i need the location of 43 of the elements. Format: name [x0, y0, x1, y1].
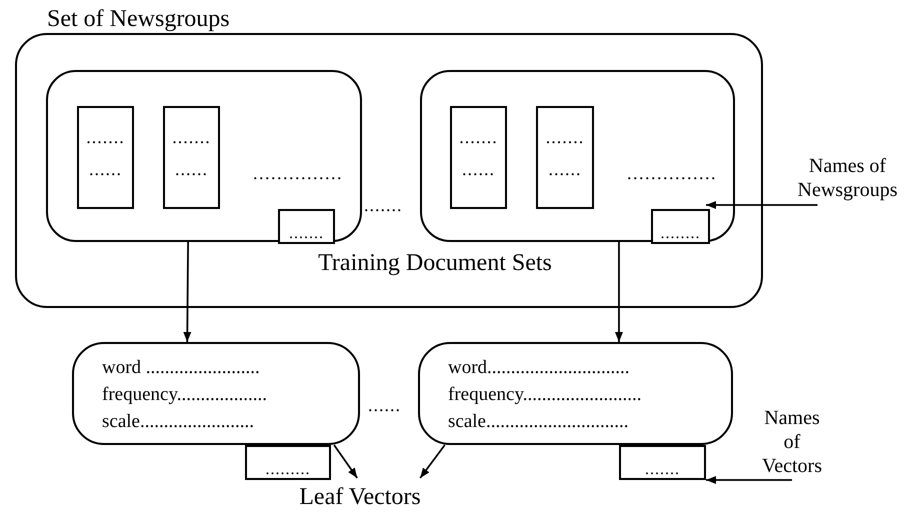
- ellipsis: ...............: [627, 164, 717, 182]
- group-caption: Training Document Sets: [317, 251, 553, 275]
- input-label: Names of Vectors: [762, 406, 822, 478]
- ellipsis: .......: [171, 128, 212, 146]
- ellipsis: .......: [644, 462, 681, 478]
- arrow: [419, 444, 446, 479]
- document-box: [163, 106, 220, 209]
- output-label: Leaf Vectors: [299, 482, 421, 512]
- ellipsis: .........: [264, 462, 312, 478]
- ellipsis: ......: [368, 396, 401, 414]
- field-line: scale..............................: [448, 412, 628, 431]
- document-box: [77, 106, 134, 209]
- document-box: [450, 106, 507, 209]
- field-line: scale........................: [102, 412, 254, 431]
- field-line: word ........................: [102, 358, 260, 377]
- ellipsis: ......: [548, 160, 582, 178]
- arrow: [614, 240, 623, 342]
- rounded-box: [420, 70, 735, 242]
- rounded-box: [46, 70, 362, 242]
- tag-box: [619, 445, 706, 480]
- field-line: word..............................: [448, 358, 630, 377]
- tag-box: [651, 209, 710, 244]
- ellipsis: .......: [364, 196, 402, 214]
- group-title: Set of Newsgroups: [47, 7, 230, 31]
- tag-box: [278, 209, 335, 244]
- tag-box: [245, 445, 331, 480]
- arrow: [706, 476, 792, 484]
- ellipsis: .......: [544, 128, 586, 146]
- field-line: frequency...................: [102, 385, 267, 404]
- ellipsis: ......: [88, 160, 123, 178]
- arrow: [183, 240, 192, 342]
- ellipsis: ...............: [253, 164, 343, 182]
- arrow: [706, 201, 818, 209]
- input-label: Names of Newsgroups: [798, 154, 898, 202]
- arrow: [333, 444, 358, 479]
- ellipsis: .......: [85, 128, 126, 146]
- ellipsis: .......: [288, 226, 325, 242]
- ellipsis: ......: [174, 160, 209, 178]
- document-box: [536, 106, 594, 209]
- ellipsis: ......: [461, 160, 496, 178]
- ellipsis: ........: [660, 226, 702, 242]
- ellipsis: .......: [458, 128, 499, 146]
- field-line: frequency.........................: [448, 385, 642, 404]
